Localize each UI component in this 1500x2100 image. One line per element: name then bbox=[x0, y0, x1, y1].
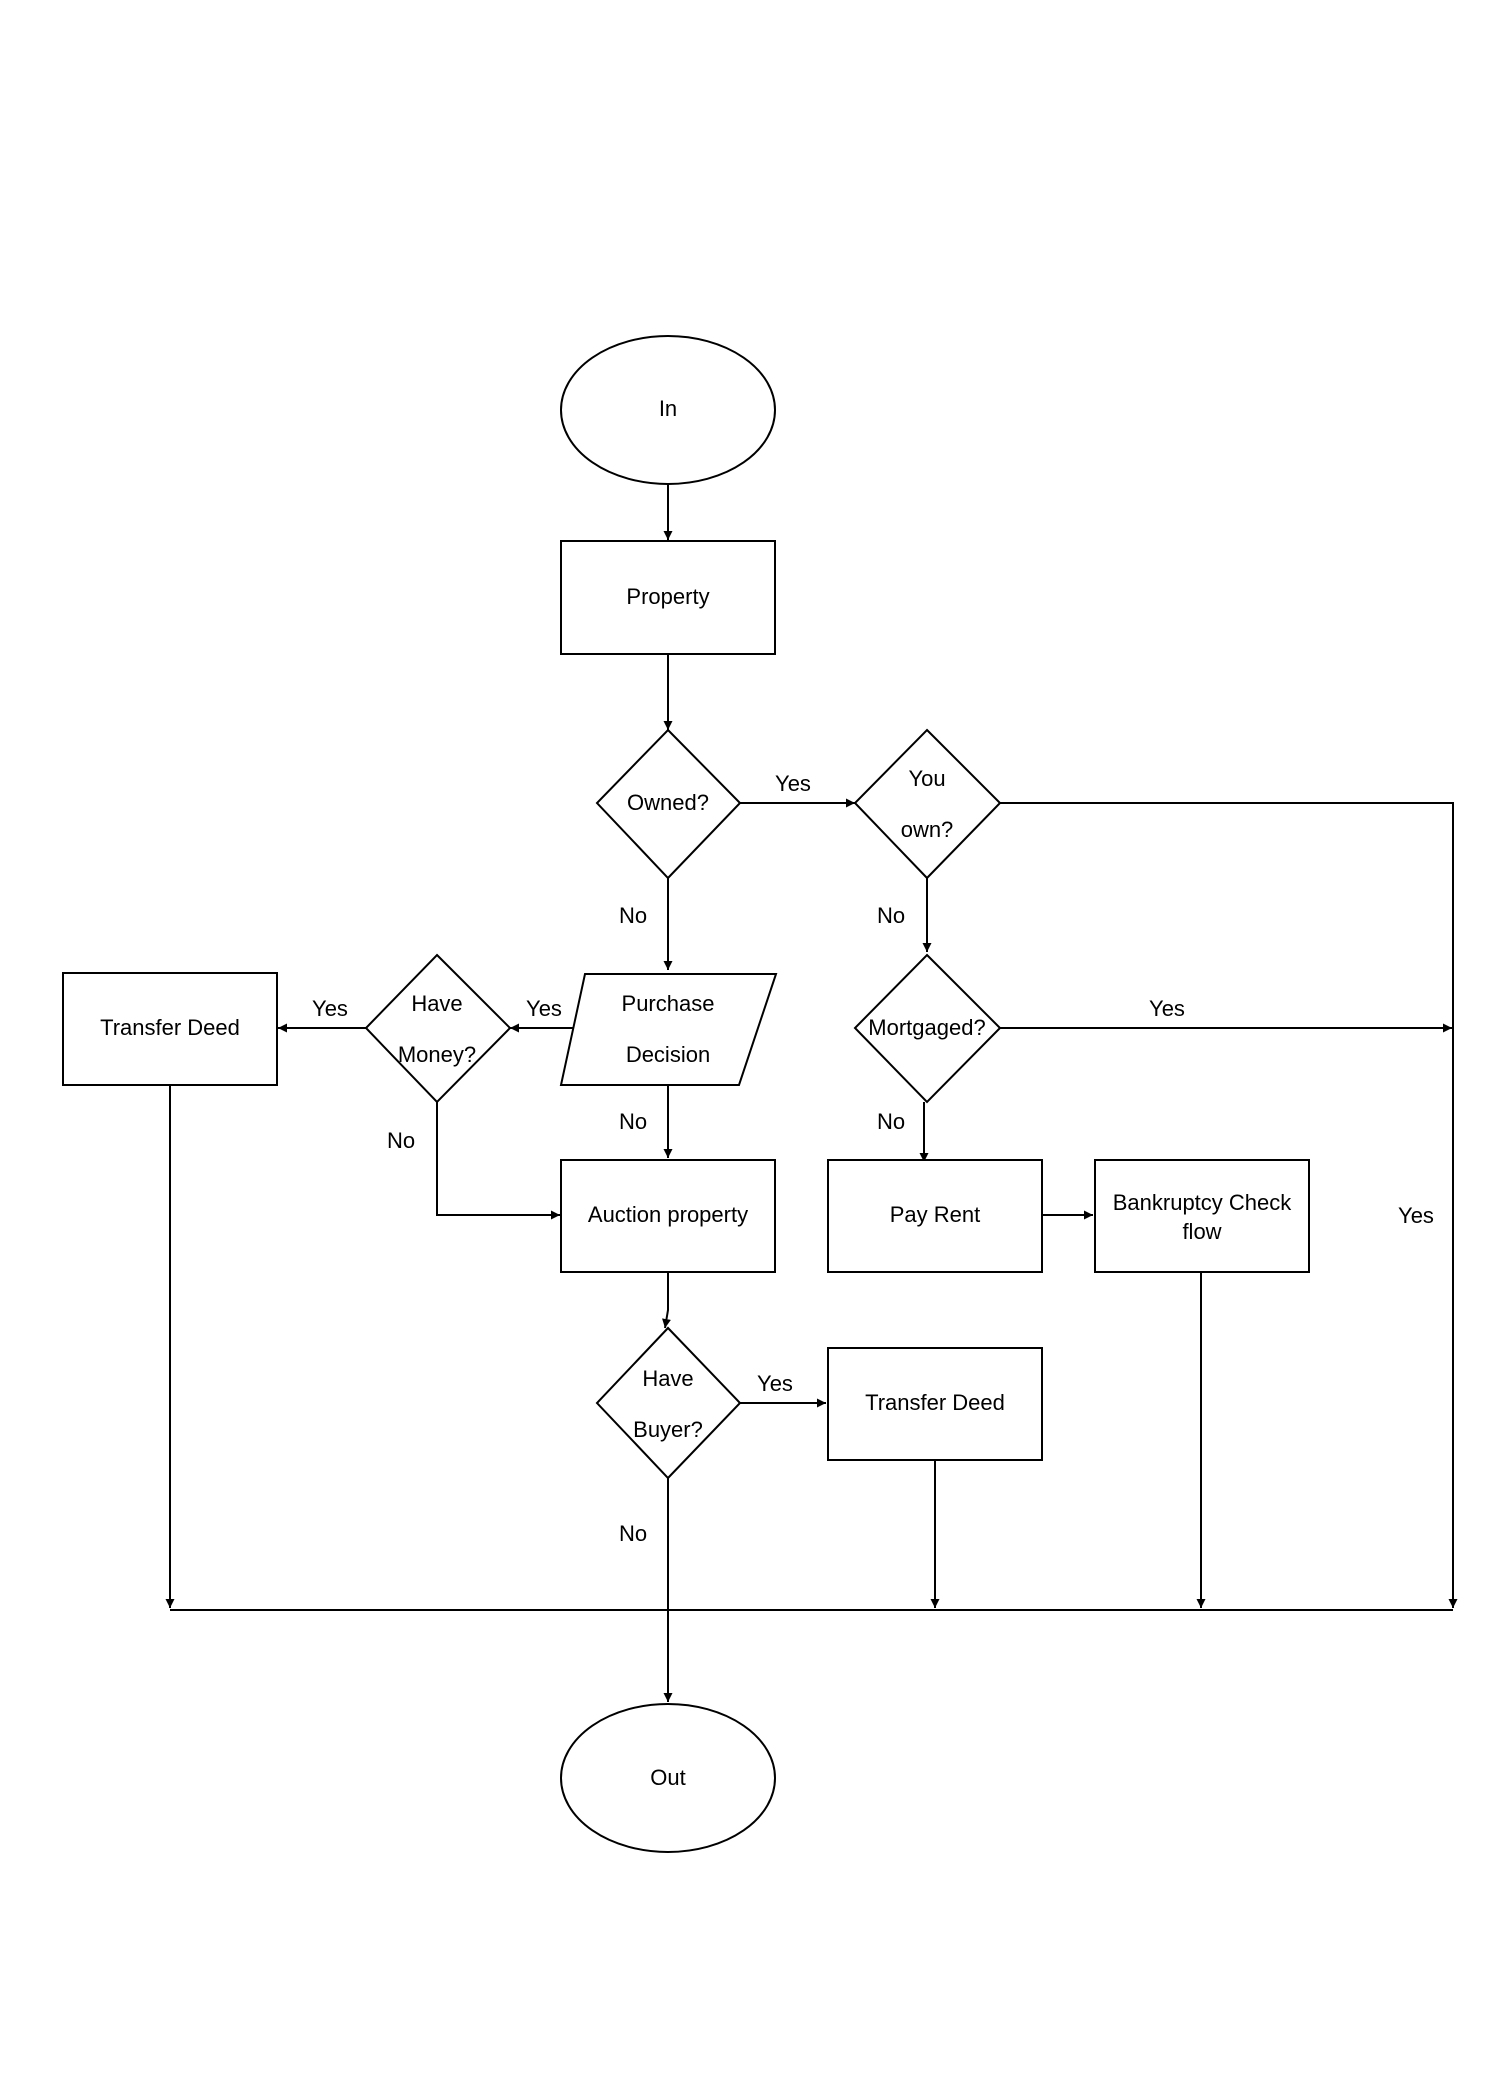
node-purchase-decision[interactable]: Purchase Decision bbox=[559, 973, 778, 1086]
node-auction-property-label: Auction property bbox=[588, 1202, 748, 1227]
node-have-money-label-line2: Money? bbox=[398, 1042, 476, 1067]
node-pay-rent-label: Pay Rent bbox=[890, 1202, 981, 1227]
node-out[interactable]: Out bbox=[560, 1703, 776, 1853]
label-money-yes: Yes bbox=[312, 996, 348, 1021]
node-have-buyer-label-line1: Have bbox=[642, 1366, 693, 1391]
owned-diamond bbox=[595, 728, 742, 880]
node-mortgaged-label: Mortgaged? bbox=[868, 1015, 985, 1040]
node-property-label: Property bbox=[626, 584, 709, 609]
node-have-buyer-label-line2: Buyer? bbox=[633, 1417, 703, 1442]
node-purchase-label-line1: Purchase bbox=[622, 991, 715, 1016]
edge-you-own-yes-to-merge bbox=[1000, 802, 1458, 1608]
node-you-own-label-line1: You bbox=[908, 766, 945, 791]
mortgaged-diamond bbox=[853, 953, 1002, 1104]
transfer-deed-bottom-box bbox=[827, 1347, 1043, 1461]
node-mortgaged[interactable]: Mortgaged? bbox=[853, 953, 1002, 1104]
node-bankruptcy-label-line2: flow bbox=[1182, 1219, 1221, 1244]
bankruptcy-check-box bbox=[1094, 1159, 1310, 1273]
node-bankruptcy-label-line1: Bankruptcy Check bbox=[1113, 1190, 1293, 1215]
label-owned-yes: Yes bbox=[775, 771, 811, 796]
label-buyer-no: No bbox=[619, 1521, 647, 1546]
node-owned[interactable]: Owned? bbox=[595, 728, 742, 880]
node-have-money-label-line1: Have bbox=[411, 991, 462, 1016]
edge-labels: Yes No No Yes No Yes No Yes No Yes Yes N… bbox=[312, 771, 1434, 1546]
edges bbox=[165, 483, 1458, 1702]
node-you-own[interactable]: You own? bbox=[853, 728, 1002, 880]
you-own-diamond bbox=[853, 728, 1002, 880]
label-owned-no: No bbox=[619, 903, 647, 928]
node-purchase-label-line2: Decision bbox=[626, 1042, 710, 1067]
node-transfer-deed-bottom[interactable]: Transfer Deed bbox=[827, 1347, 1043, 1461]
edge-auction-to-have-buyer bbox=[662, 1272, 671, 1329]
node-auction-property[interactable]: Auction property bbox=[560, 1159, 776, 1273]
purchase-decision-parallelogram bbox=[559, 973, 778, 1086]
label-mortgaged-yes: Yes bbox=[1149, 996, 1185, 1021]
node-have-money[interactable]: Have Money? bbox=[364, 953, 512, 1104]
node-transfer-deed-left[interactable]: Transfer Deed bbox=[62, 972, 278, 1086]
have-buyer-diamond bbox=[595, 1326, 742, 1480]
node-out-label: Out bbox=[650, 1765, 685, 1790]
label-you-own-yes: Yes bbox=[1398, 1203, 1434, 1228]
node-bankruptcy-check[interactable]: Bankruptcy Check flow bbox=[1094, 1159, 1310, 1273]
label-buyer-yes: Yes bbox=[757, 1371, 793, 1396]
label-purchase-no: No bbox=[619, 1109, 647, 1134]
node-in-label: In bbox=[659, 396, 677, 421]
start-terminal bbox=[560, 335, 776, 485]
pay-rent-box bbox=[827, 1159, 1043, 1273]
end-terminal bbox=[560, 1703, 776, 1853]
node-property[interactable]: Property bbox=[560, 540, 776, 655]
property-box bbox=[560, 540, 776, 655]
node-have-buyer[interactable]: Have Buyer? bbox=[595, 1326, 742, 1480]
node-transfer-deed-bottom-label: Transfer Deed bbox=[865, 1390, 1005, 1415]
label-money-no: No bbox=[387, 1128, 415, 1153]
nodes: In Property Owned? You own? Purchase Dec… bbox=[62, 335, 1310, 1853]
node-in[interactable]: In bbox=[560, 335, 776, 485]
label-you-own-no: No bbox=[877, 903, 905, 928]
edge-have-money-no-to-auction bbox=[436, 1102, 560, 1220]
have-money-diamond bbox=[364, 953, 512, 1104]
label-purchase-yes: Yes bbox=[526, 996, 562, 1021]
node-pay-rent[interactable]: Pay Rent bbox=[827, 1159, 1043, 1273]
node-owned-label: Owned? bbox=[627, 790, 709, 815]
label-mortgaged-no: No bbox=[877, 1109, 905, 1134]
auction-property-box bbox=[560, 1159, 776, 1273]
node-you-own-label-line2: own? bbox=[901, 817, 954, 842]
transfer-deed-left-box bbox=[62, 972, 278, 1086]
node-transfer-deed-left-label: Transfer Deed bbox=[100, 1015, 240, 1040]
